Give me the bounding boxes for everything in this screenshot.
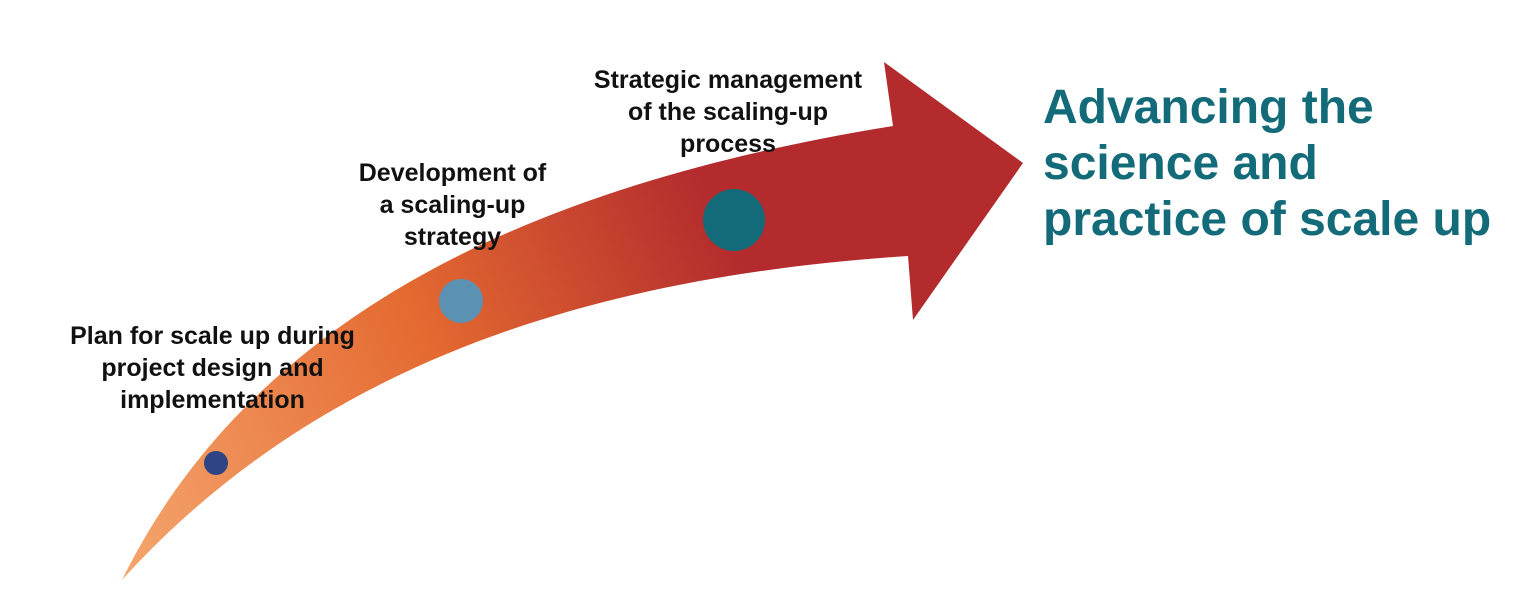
stage-3-label: Strategic management of the scaling-up p…	[573, 64, 883, 160]
stage-2-label-line-3: strategy	[403, 223, 502, 251]
curved-arrow	[122, 62, 1023, 580]
stage-3-marker	[703, 189, 765, 251]
stage-2-label-line-2: a scaling-up	[379, 191, 526, 219]
stage-1-marker	[204, 451, 228, 475]
goal-title-line-1: Advancing the	[1043, 81, 1374, 134]
stage-2-marker	[439, 279, 483, 323]
stage-3-label-line-3: process	[680, 130, 776, 158]
stage-1-label-line-1: Plan for scale up during	[70, 322, 355, 350]
stage-1-label-line-2: project design and	[101, 354, 324, 382]
stage-3-label-line-2: of the scaling-up	[628, 98, 828, 126]
stage-2-label: Development of a scaling-up strategy	[330, 157, 575, 253]
goal-title-line-3: practice of scale up	[1043, 193, 1492, 246]
goal-title-line-2: science and	[1043, 137, 1318, 190]
goal-title: Advancing the science and practice of sc…	[1043, 80, 1503, 248]
stage-2-label-line-1: Development of	[358, 159, 547, 187]
stage-3-label-line-1: Strategic management	[593, 66, 863, 94]
stage-1-label: Plan for scale up during project design …	[60, 320, 365, 416]
stage-1-label-line-3: implementation	[120, 386, 305, 414]
